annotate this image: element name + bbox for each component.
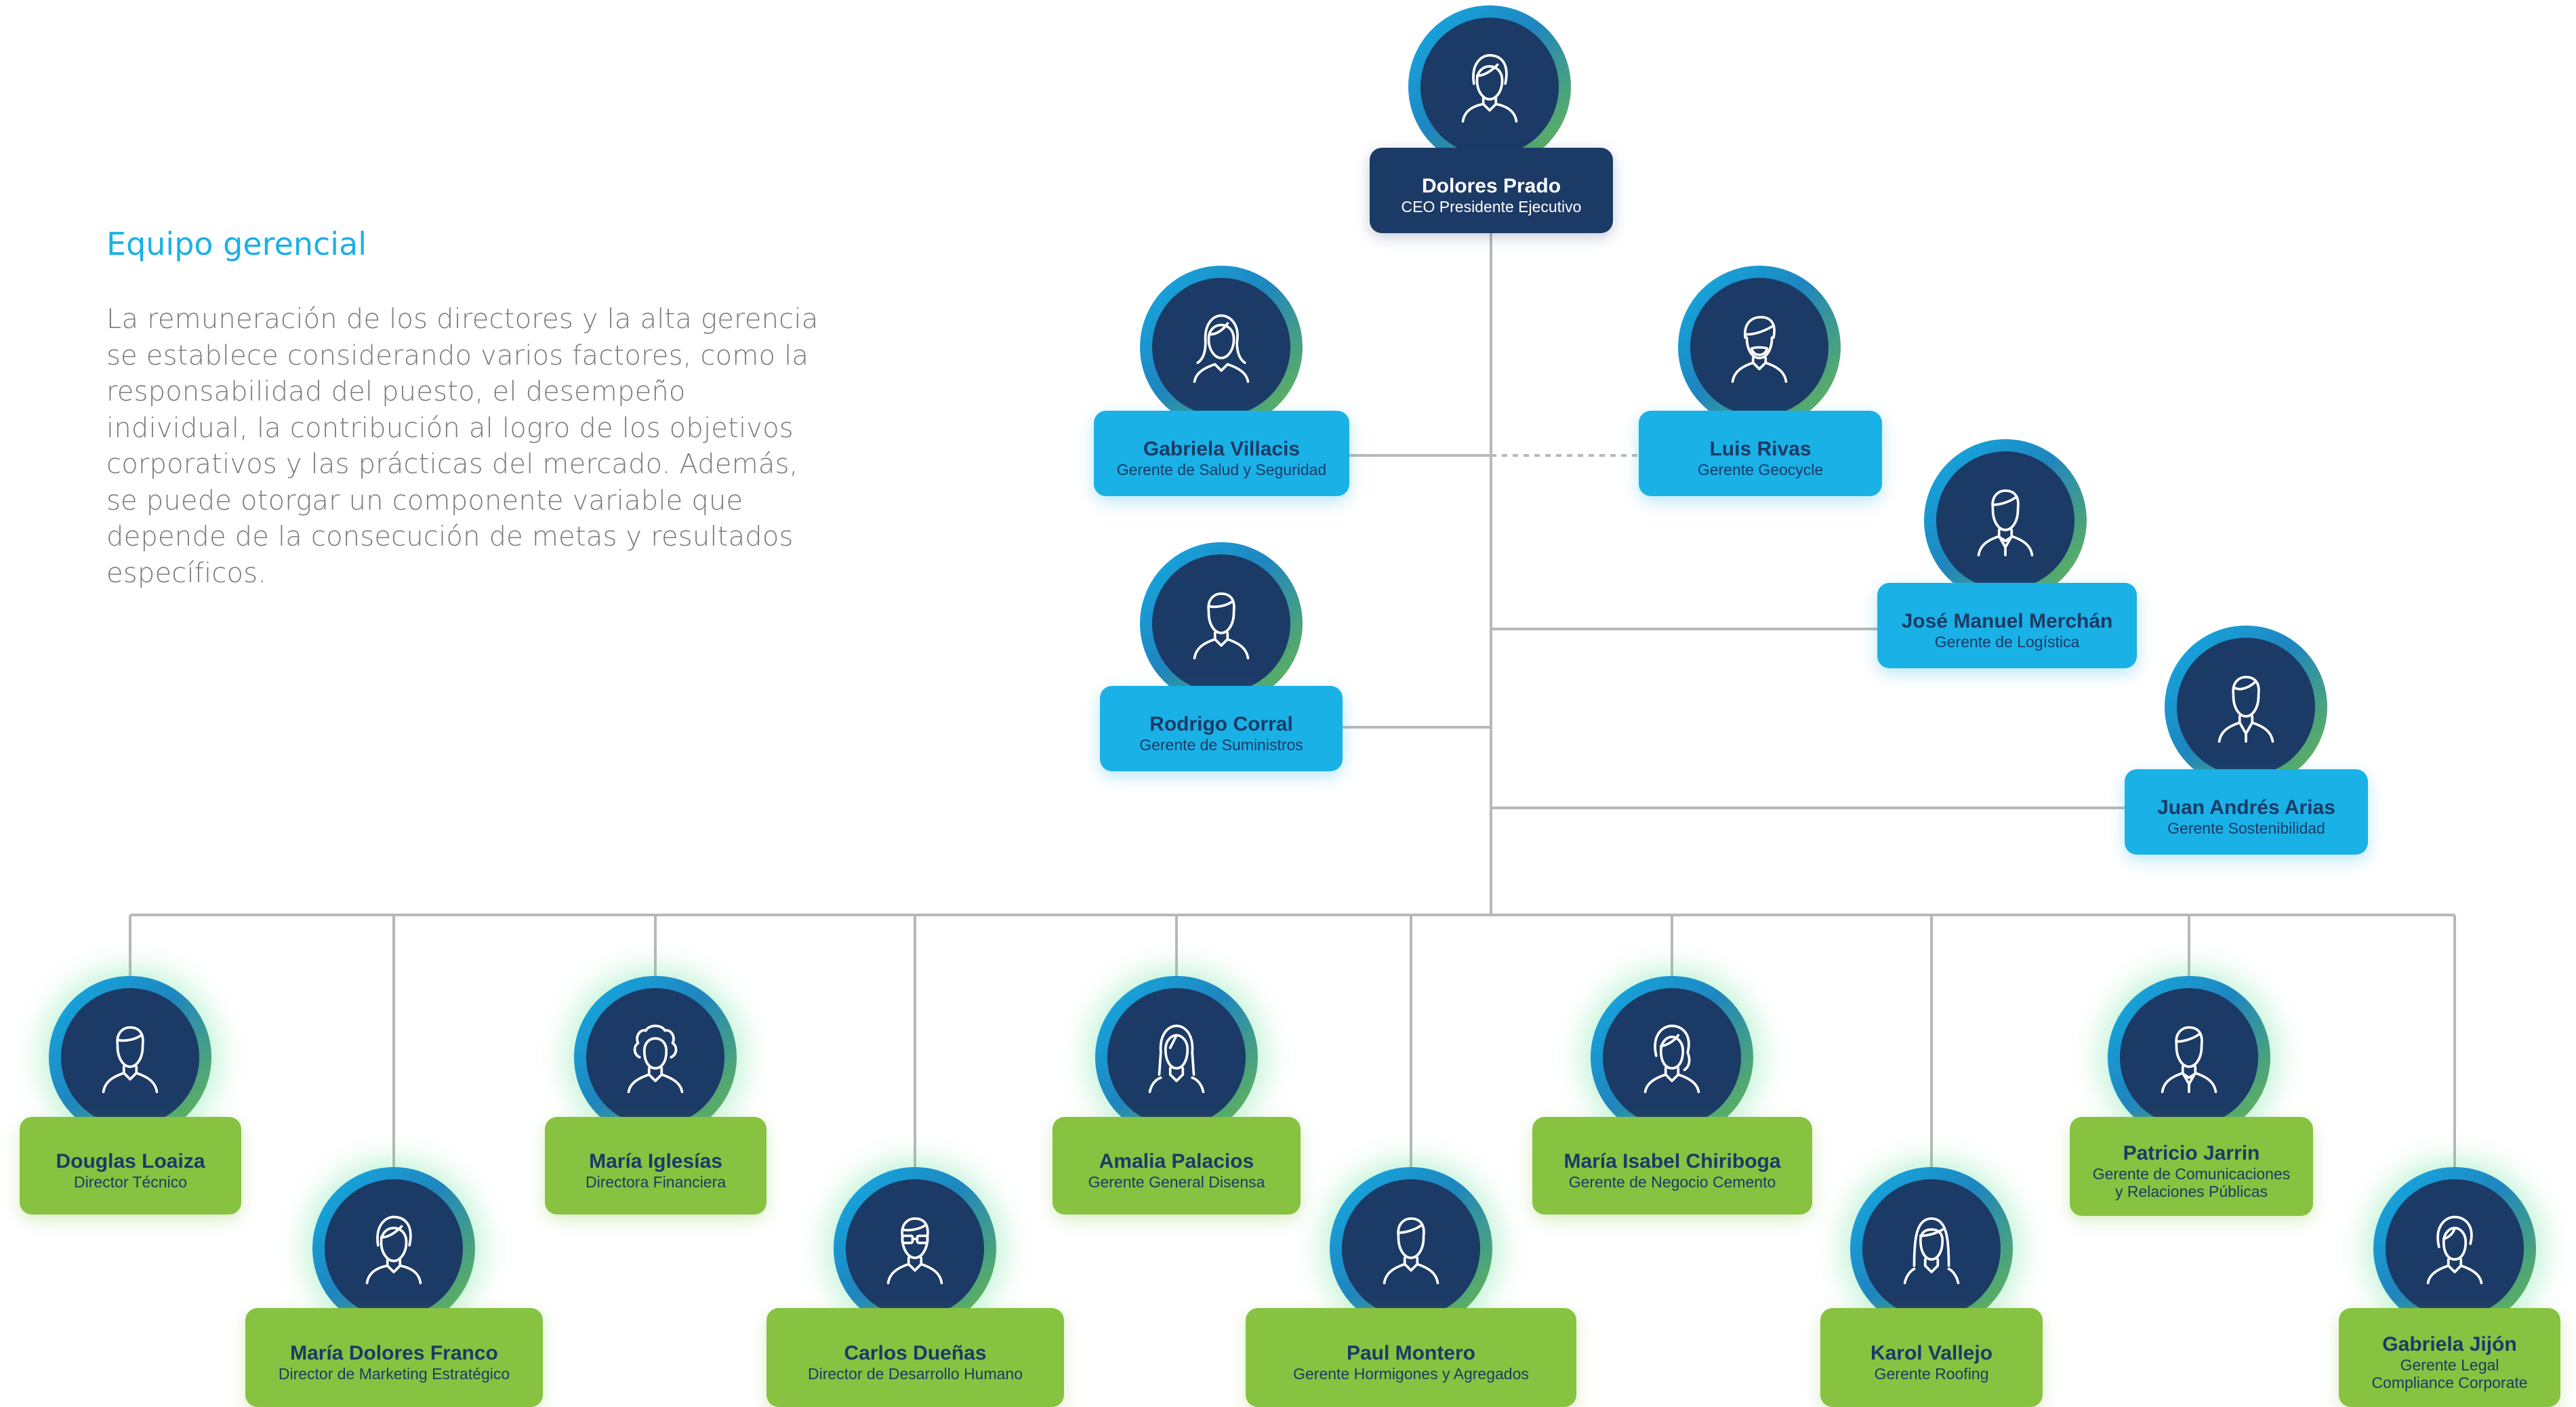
director-name: Carlos Dueñas: [844, 1342, 987, 1364]
director-role: Director de Desarrollo Humano: [807, 1365, 1023, 1383]
man-suit-avatar-icon: [2161, 1026, 2217, 1093]
ceo-role: CEO Presidente Ejecutivo: [1401, 198, 1582, 216]
director-label: Amalia Palacios Gerente General Disensa: [1052, 1117, 1301, 1215]
director-label: Gabriela Jijón Gerente Legal Compliance …: [2339, 1308, 2560, 1407]
manager-role: Gerente Sostenibilidad: [2167, 819, 2325, 837]
director-avatar: [1591, 976, 1753, 1139]
director-label: Douglas Loaiza Director Técnico: [20, 1117, 241, 1215]
manager-avatar: [2165, 626, 2327, 788]
director-avatar: [1330, 1167, 1492, 1330]
director-name: Amalia Palacios: [1099, 1150, 1254, 1172]
man-suit-avatar-icon: [2217, 676, 2274, 743]
woman-avatar-icon: [2426, 1215, 2483, 1284]
manager-name: José Manuel Merchán: [1901, 610, 2113, 632]
director-label: María Isabel Chiriboga Gerente de Negoci…: [1532, 1117, 1812, 1215]
director-name: María Dolores Franco: [290, 1342, 498, 1364]
manager-avatar: [1140, 542, 1303, 705]
man-beard-avatar-icon: [1731, 316, 1788, 383]
director-label: María Dolores Franco Director de Marketi…: [245, 1308, 543, 1407]
director-avatar: [2373, 1167, 2536, 1330]
woman-long-hair-avatar-icon: [1148, 1024, 1205, 1093]
director-role: Gerente Legal: [2400, 1356, 2499, 1374]
director-avatar: [574, 976, 737, 1139]
ceo-name: Dolores Prado: [1421, 175, 1561, 197]
director-label: Paul Montero Gerente Hormigones y Agrega…: [1246, 1308, 1576, 1407]
manager-label: Luis Rivas Gerente Geocycle: [1639, 411, 1882, 496]
director-avatar: [312, 1167, 475, 1330]
manager-avatar: [1924, 439, 2087, 602]
intro-section: Equipo gerencial La remuneración de los …: [106, 226, 825, 592]
director-role: Gerente General Disensa: [1088, 1173, 1265, 1191]
man-glasses-avatar-icon: [886, 1217, 943, 1284]
man-suit-avatar-icon: [1977, 489, 2034, 556]
manager-role: Gerente de Salud y Seguridad: [1116, 461, 1327, 478]
woman-long-hair-avatar-icon: [1903, 1217, 1960, 1284]
man-avatar-icon: [102, 1026, 159, 1093]
director-name: Douglas Loaiza: [56, 1150, 205, 1172]
ceo-avatar: [1408, 5, 1571, 168]
woman-avatar-icon: [365, 1215, 422, 1284]
ceo-label: Dolores Prado CEO Presidente Ejecutivo: [1370, 148, 1613, 233]
manager-role: Gerente Geocycle: [1697, 461, 1824, 478]
director-name: Paul Montero: [1346, 1342, 1475, 1364]
manager-avatar: [1678, 266, 1841, 428]
director-role: Director de Marketing Estratégico: [278, 1365, 510, 1383]
director-avatar: [1095, 976, 1258, 1139]
manager-label: José Manuel Merchán Gerente de Logística: [1877, 583, 2137, 668]
woman-avatar-icon: [1461, 54, 1518, 123]
director-name: Gabriela Jijón: [2382, 1333, 2517, 1355]
section-description: La remuneración de los directores y la a…: [106, 304, 819, 589]
manager-name: Luis Rivas: [1709, 438, 1812, 460]
director-role: Gerente Roofing: [1874, 1365, 1989, 1383]
director-label: Patricio Jarrin Gerente de Comunicacione…: [2070, 1117, 2313, 1216]
man-avatar-icon: [1193, 592, 1250, 659]
director-avatar: [2108, 976, 2270, 1139]
director-role-line2: Compliance Corporate: [2371, 1374, 2528, 1391]
section-title: Equipo gerencial: [106, 226, 367, 262]
woman-avatar-icon: [1643, 1024, 1700, 1093]
director-role-line2: y Relaciones Públicas: [2114, 1183, 2268, 1200]
manager-role: Gerente de Suministros: [1139, 736, 1303, 754]
director-name: Karol Vallejo: [1870, 1342, 1993, 1364]
director-role: Gerente Hormigones y Agregados: [1293, 1365, 1529, 1383]
manager-avatar: [1140, 266, 1303, 428]
manager-name: Juan Andrés Arias: [2157, 796, 2335, 819]
director-role: Director Técnico: [73, 1173, 188, 1191]
woman-long-hair-avatar-icon: [1193, 314, 1250, 383]
manager-name: Gabriela Villacis: [1143, 438, 1301, 460]
director-avatar: [49, 976, 211, 1139]
director-name: Patricio Jarrin: [2123, 1142, 2260, 1164]
director-role: Gerente de Comunicaciones: [2092, 1165, 2291, 1183]
manager-role: Gerente de Logística: [1934, 633, 2080, 651]
director-label: Carlos Dueñas Director de Desarrollo Hum…: [766, 1308, 1064, 1407]
director-role: Directora Financiera: [585, 1173, 727, 1191]
director-avatar: [834, 1167, 996, 1330]
manager-label: Gabriela Villacis Gerente de Salud y Seg…: [1094, 411, 1349, 496]
man-avatar-icon: [1383, 1217, 1439, 1284]
director-label: Karol Vallejo Gerente Roofing: [1820, 1308, 2043, 1407]
woman-curly-hair-avatar-icon: [627, 1024, 684, 1093]
director-label: María Iglesías Directora Financiera: [545, 1117, 766, 1215]
director-name: María Isabel Chiriboga: [1563, 1150, 1781, 1172]
manager-label: Rodrigo Corral Gerente de Suministros: [1100, 686, 1343, 771]
director-avatar: [1850, 1167, 2013, 1330]
director-role: Gerente de Negocio Cemento: [1568, 1173, 1776, 1191]
manager-label: Juan Andrés Arias Gerente Sostenibilidad: [2125, 769, 2368, 855]
manager-name: Rodrigo Corral: [1149, 713, 1293, 735]
director-name: María Iglesías: [589, 1150, 722, 1172]
